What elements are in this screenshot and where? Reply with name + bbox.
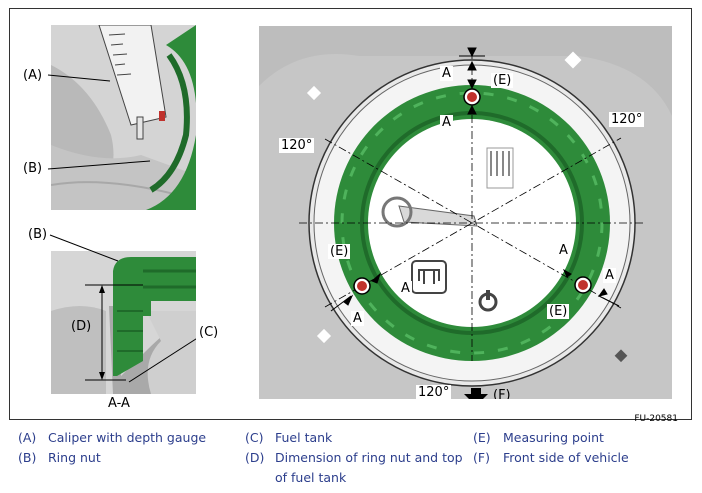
measuring-point-left: [353, 277, 371, 295]
ring-nut-top-view: [259, 26, 672, 399]
legend-text: Dimension of ring nut and top of fuel ta…: [275, 450, 463, 485]
dim-label-a-right-inner: A: [557, 243, 570, 258]
figure-code: FU-20581: [634, 414, 678, 424]
callout-e-right: (E): [547, 304, 570, 319]
dim-label-a-right-outer: A: [603, 268, 616, 283]
legend-item-b: (B) Ring nut: [18, 448, 206, 468]
legend-text: Measuring point: [503, 430, 604, 445]
dimension-a-arrows: [330, 47, 620, 312]
legend-text: Fuel tank: [275, 430, 333, 445]
dim-label-a-top-outer: A: [440, 66, 453, 81]
measuring-point-top: [463, 88, 481, 106]
legend-key: (C): [245, 430, 264, 445]
callout-f: (F): [493, 388, 511, 399]
dimension-d-line: [85, 284, 143, 381]
callout-d: (D): [71, 319, 92, 334]
legend-column-1: (A) Caliper with depth gauge (B) Ring nu…: [18, 428, 206, 468]
legend-item-f: (F) Front side of vehicle: [473, 448, 629, 468]
connector-icon: [411, 260, 447, 294]
legend-key: (D): [245, 450, 265, 465]
callout-e-top: (E): [491, 73, 514, 88]
measuring-point-right: [574, 276, 592, 294]
legend-key: (B): [18, 450, 37, 465]
ring-nut-top-view-panel: A A (E) 120° 120° (E) A A A A (E) 120° (…: [259, 26, 672, 399]
legend-key: (A): [18, 430, 37, 445]
legend-text: Ring nut: [48, 450, 101, 465]
angle-label-left: 120°: [279, 138, 315, 153]
section-aa-panel: [51, 251, 196, 394]
legend-item-c: (C) Fuel tank: [245, 428, 465, 448]
section-aa-illustration: [51, 251, 196, 394]
callout-b-top: (B): [23, 161, 43, 176]
ring-nut-section: [113, 257, 196, 376]
legend-text: Caliper with depth gauge: [48, 430, 207, 445]
legend-column-2: (C) Fuel tank (D) Dimension of ring nut …: [245, 428, 465, 488]
angle-label-bottom: 120°: [416, 385, 452, 399]
angle-label-right: 120°: [609, 112, 645, 127]
fuel-line-part: [381, 196, 478, 228]
legend-text: Front side of vehicle: [503, 450, 629, 465]
dim-label-a-left-inner: A: [399, 281, 412, 296]
dim-label-a-top-inner: A: [440, 115, 453, 130]
dim-label-a-left-outer: A: [351, 311, 364, 326]
legend-item-a: (A) Caliper with depth gauge: [18, 428, 206, 448]
fuel-tank-part: [109, 306, 196, 394]
callout-c: (C): [199, 325, 219, 340]
callout-e-left: (E): [328, 244, 351, 259]
caliper-detail-panel: [51, 25, 196, 210]
caliper-icon: [98, 25, 167, 140]
callout-b-section: (B): [28, 227, 48, 242]
legend-item-e: (E) Measuring point: [473, 428, 629, 448]
fuel-pump-icon: [486, 147, 514, 189]
figure-frame: A A (E) 120° 120° (E) A A A A (E) 120° (…: [9, 8, 692, 424]
breather-icon: [478, 290, 498, 312]
callout-a: (A): [23, 68, 43, 83]
legend-key: (E): [473, 430, 491, 445]
arrow-down-icon: [464, 388, 488, 399]
caliper-detail-illustration: [51, 25, 196, 210]
section-label: A-A: [108, 396, 130, 411]
ring-nut-part: [146, 25, 196, 210]
legend-column-3: (E) Measuring point (F) Front side of ve…: [473, 428, 629, 468]
legend-key: (F): [473, 450, 490, 465]
legend-item-d: (D) Dimension of ring nut and top of fue…: [245, 448, 465, 488]
